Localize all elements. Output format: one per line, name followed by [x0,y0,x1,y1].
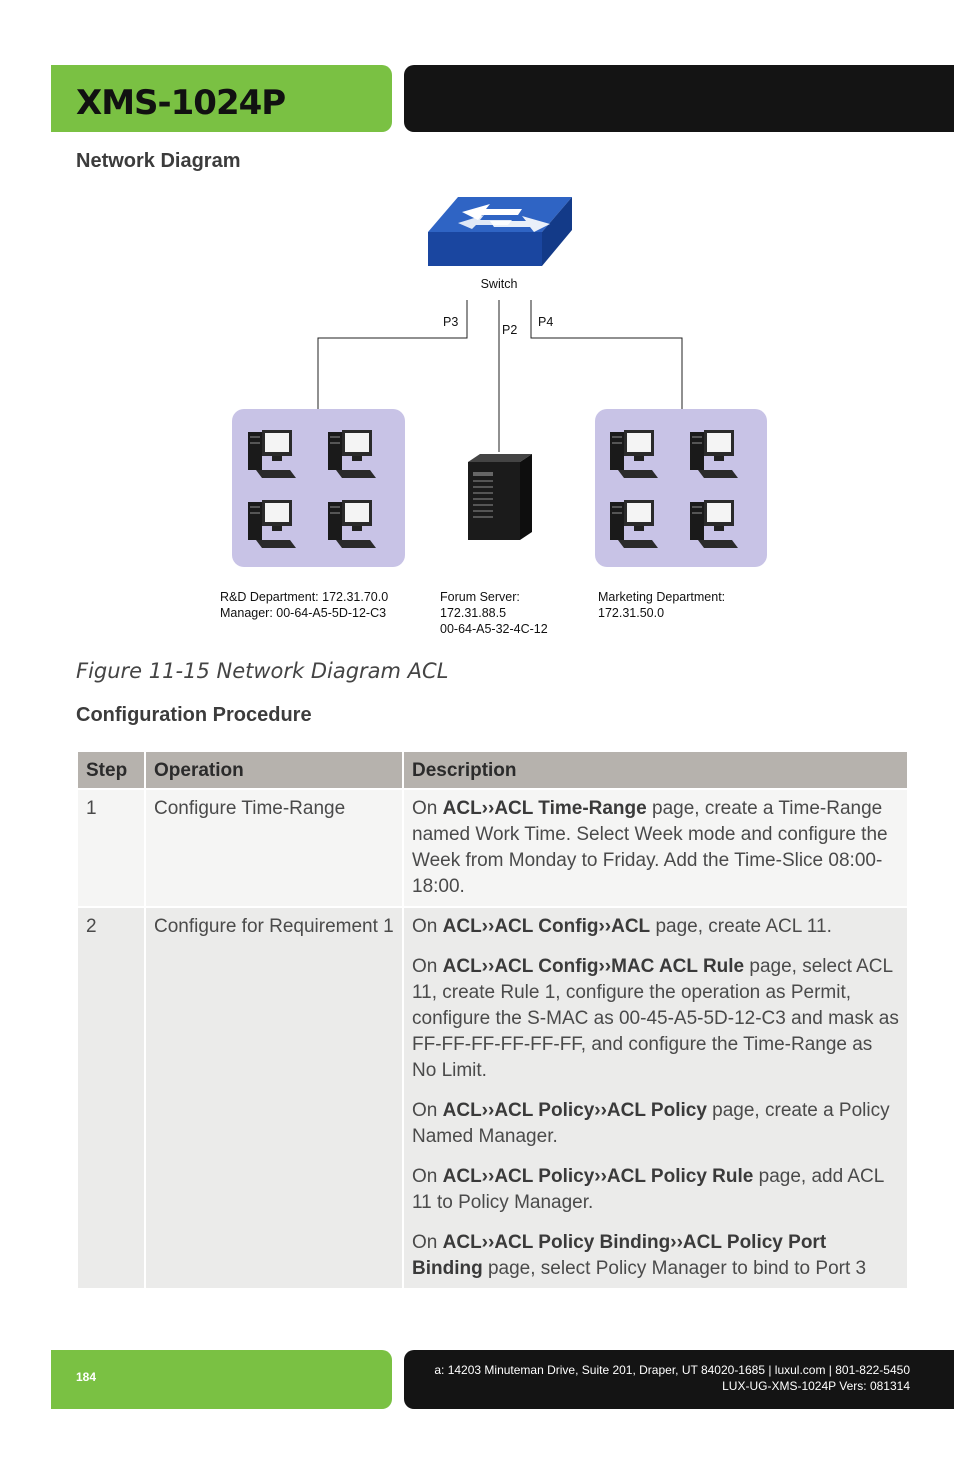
server-label-line1: Forum Server: [440,590,520,604]
description-cell: On ACL››ACL Time-Range page, create a Ti… [404,790,907,906]
table-row: 2 Configure for Requirement 1 On ACL››AC… [78,908,907,1288]
header-dark-bar [404,65,954,132]
configuration-procedure-heading: Configuration Procedure [76,704,312,726]
network-diagram-heading: Network Diagram [76,150,241,172]
figure-caption: Figure 11-15 Network Diagram ACL [76,659,449,683]
operation-cell: Configure Time-Range [146,790,402,906]
footer-info-bar: a: 14203 Minuteman Drive, Suite 201, Dra… [404,1350,954,1409]
table-header-row: Step Operation Description [78,752,907,788]
menu-path: ACL››ACL Config››ACL [442,916,651,937]
configuration-table: Step Operation Description 1 Configure T… [76,750,909,1290]
description-paragraph: On ACL››ACL Policy Binding››ACL Policy P… [412,1230,899,1282]
description-paragraph: On ACL››ACL Config››MAC ACL Rule page, s… [412,954,899,1084]
text: page, create a Policy Named Manager. [412,1100,890,1147]
menu-path: ACL››ACL Time-Range [442,798,647,819]
description-paragraph: On ACL››ACL Time-Range page, create a Ti… [412,796,899,900]
text: page, add ACL 11 to Policy Manager. [412,1166,884,1213]
footer-page-bar: 184 [51,1350,392,1409]
page-title: XMS-1024P [76,83,286,123]
header-step: Step [78,752,144,788]
text: On [412,798,443,819]
step-cell: 1 [78,790,144,906]
text: On [412,916,443,937]
port-p4-label: P4 [538,315,553,329]
text: page, select ACL 11, create Rule 1, conf… [412,956,899,1081]
port-p2-label: P2 [502,323,517,337]
text: page, select Policy Manager to bind to P… [482,1258,867,1279]
description-paragraph: On ACL››ACL Policy››ACL Policy page, cre… [412,1098,899,1150]
header-title-bar: XMS-1024P [51,65,392,132]
text: On [412,1100,443,1121]
description-paragraph: On ACL››ACL Policy››ACL Policy Rule page… [412,1164,899,1216]
switch-label: Switch [481,277,518,291]
network-diagram: Switch P3 P2 P4 R&D Department: [220,197,767,636]
text: page, create ACL 11. [650,916,832,937]
step-cell: 2 [78,908,144,1288]
table-row: 1 Configure Time-Range On ACL››ACL Time-… [78,790,907,906]
switch-icon [428,197,572,266]
page-number: 184 [76,1370,97,1384]
text: page, create a Time-Range named Work Tim… [412,798,888,897]
marketing-department-group [595,409,767,567]
server-label-line2: 172.31.88.5 [440,606,506,620]
menu-path: ACL››ACL Policy››ACL Policy Rule [442,1166,754,1187]
port-p3-label: P3 [443,315,458,329]
marketing-label-line2: 172.31.50.0 [598,606,664,620]
rd-department-group [232,409,405,567]
header-operation: Operation [146,752,402,788]
text: On [412,956,443,977]
menu-path: ACL››ACL Config››MAC ACL Rule [442,956,745,977]
rd-label-line2: Manager: 00-64-A5-5D-12-C3 [220,606,386,620]
operation-cell: Configure for Requirement 1 [146,908,402,1288]
text: On [412,1232,443,1253]
header-description: Description [404,752,907,788]
description-cell: On ACL››ACL Config››ACL page, create ACL… [404,908,907,1288]
text: On [412,1166,443,1187]
description-paragraph: On ACL››ACL Config››ACL page, create ACL… [412,914,899,940]
menu-path: ACL››ACL Policy Binding››ACL Policy Port… [412,1232,827,1279]
menu-path: ACL››ACL Policy››ACL Policy [442,1100,707,1121]
marketing-label-line1: Marketing Department: [598,590,725,604]
rd-label-line1: R&D Department: 172.31.70.0 [220,590,388,604]
footer-doc-id: LUX-UG-XMS-1024P Vers: 081314 [722,1379,910,1393]
connection-lines [317,300,683,452]
server-label-line3: 00-64-A5-32-4C-12 [440,622,548,636]
footer-address: a: 14203 Minuteman Drive, Suite 201, Dra… [434,1363,910,1377]
server-icon [468,454,532,540]
